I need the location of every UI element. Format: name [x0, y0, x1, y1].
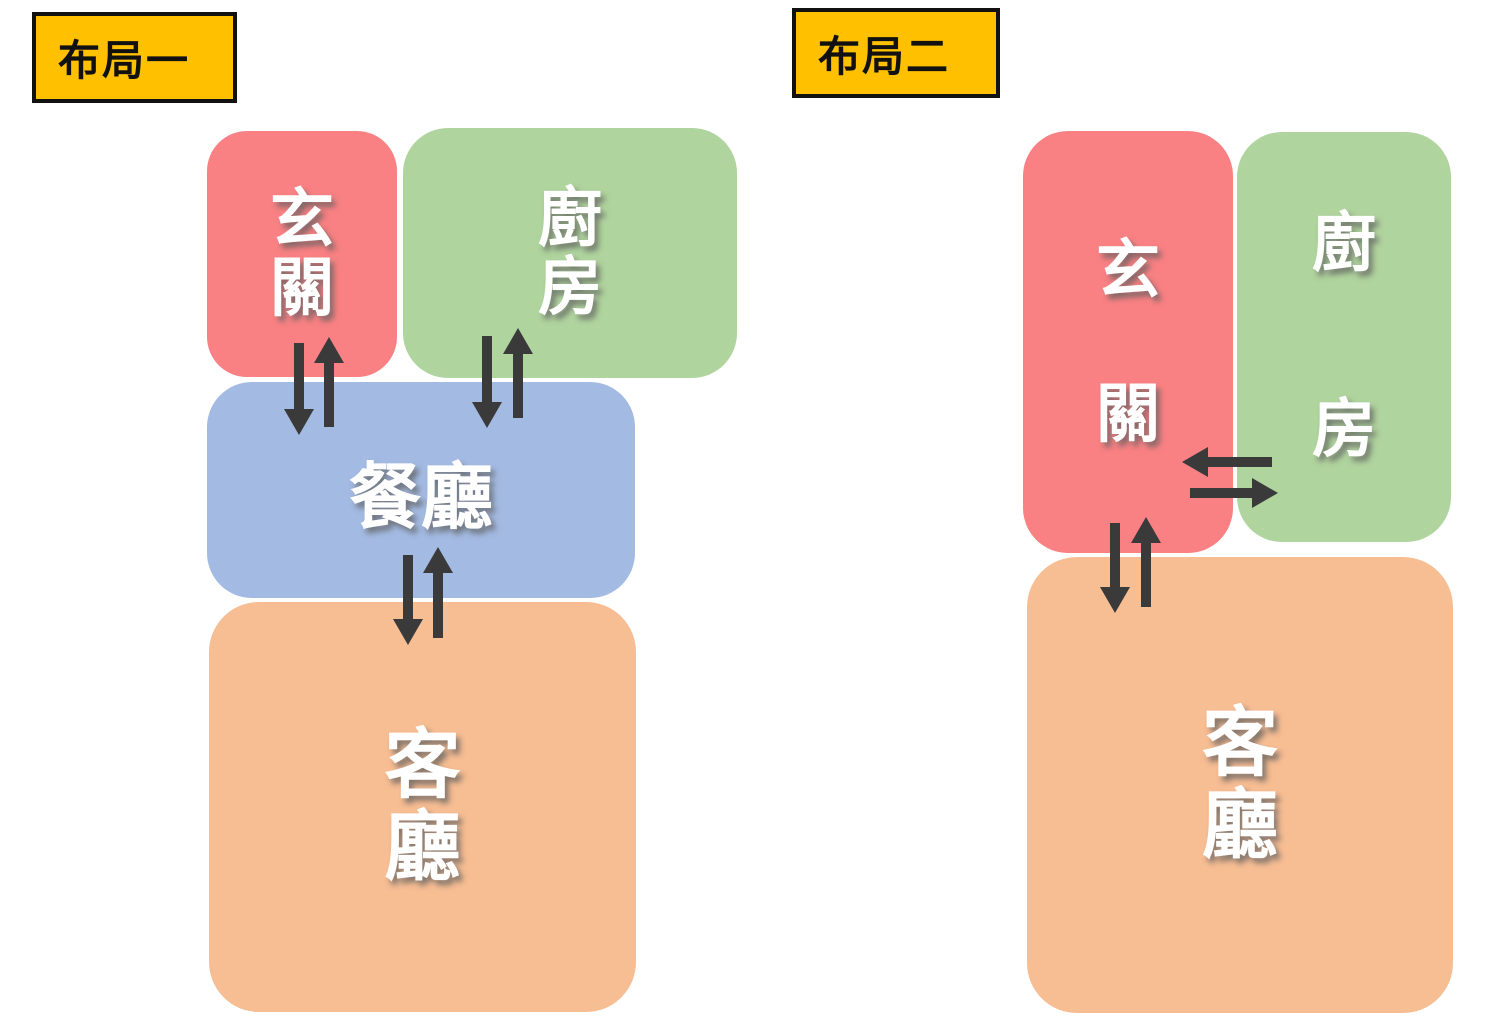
layout-1-room-entrance: 玄關 — [207, 131, 397, 377]
layout-2-title-box: 布局二 — [792, 8, 1000, 98]
layout-1-title: 布局一 — [58, 37, 191, 84]
layout-2-room-entrance-label: 玄關 — [1096, 234, 1160, 450]
layout-2-room-living-label: 客廳 — [1202, 700, 1278, 868]
layout-2-room-kitchen: 廚房 — [1237, 132, 1451, 542]
layout-1-room-dining-label: 餐廳 — [348, 457, 493, 538]
layout-1-room-living: 客廳 — [209, 602, 636, 1012]
layout-1-title-box: 布局一 — [32, 12, 237, 103]
layout-1-room-dining: 餐廳 — [207, 382, 635, 598]
layout-1-room-kitchen-label: 廚房 — [538, 181, 602, 323]
layout-2-room-living: 客廳 — [1027, 557, 1453, 1013]
layout-1-room-entrance-label: 玄關 — [270, 182, 334, 324]
layout-2-room-entrance: 玄關 — [1023, 131, 1233, 553]
layout-2-title: 布局二 — [818, 32, 951, 80]
layout-2-room-kitchen-label: 廚房 — [1312, 207, 1376, 465]
layout-1-room-kitchen: 廚房 — [403, 128, 737, 378]
layout-1-room-living-label: 客廳 — [384, 722, 461, 890]
